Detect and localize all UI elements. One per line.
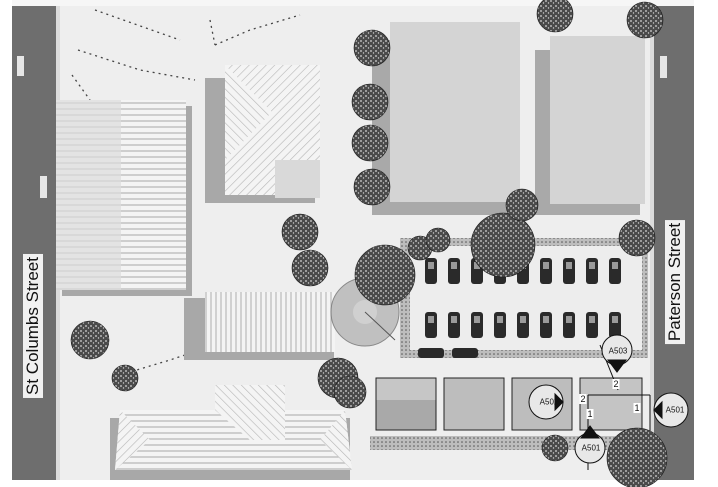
marker-a504 [574,425,606,464]
grid-number: 1 [586,409,594,419]
grid-number: 1 [633,403,641,413]
grid-number: 2 [612,379,620,389]
building-middle [184,292,335,360]
road-st-columbs [12,0,56,480]
marker-a501-label: A501 [665,405,685,415]
road-markings [17,56,667,198]
street-label-paterson: Paterson Street [665,219,685,345]
marker-a503-label: A503 [608,346,628,356]
building-northeast-1 [372,22,520,215]
marker-a502 [528,384,564,420]
marker-a502-label: A502 [539,397,559,407]
marker-a504-label: A501 [581,443,601,453]
grid-number: 2 [579,394,587,404]
marker-a501 [653,392,689,428]
marker-a503 [601,334,633,373]
building-west [56,100,192,296]
building-south-hip [110,385,352,480]
trees [70,0,668,487]
street-label-st-columbs: St Columbs Street [23,254,43,398]
building-north-hip [205,65,320,203]
building-northeast-2 [535,36,645,215]
